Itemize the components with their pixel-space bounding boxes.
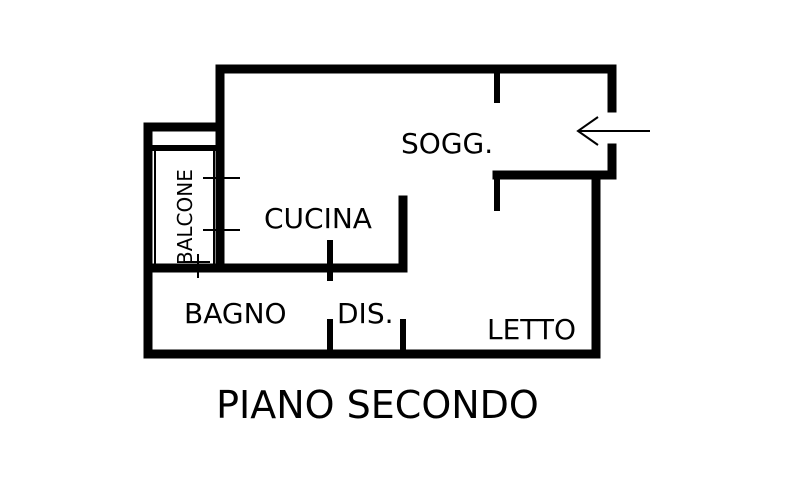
room-label-bagno: BAGNO <box>184 297 287 330</box>
room-label-cucina: CUCINA <box>264 202 372 235</box>
room-label-dis: DIS. <box>337 297 394 330</box>
arrow-left-icon <box>576 116 650 146</box>
floor-title: PIANO SECONDO <box>216 383 539 427</box>
room-label-sogg: SOGG. <box>401 127 493 160</box>
interior-walls <box>143 72 500 353</box>
outer-walls <box>143 64 617 359</box>
room-label-balcone: BALCONE <box>173 169 197 265</box>
balcone-railing <box>149 145 240 278</box>
room-label-letto: LETTO <box>487 313 576 346</box>
